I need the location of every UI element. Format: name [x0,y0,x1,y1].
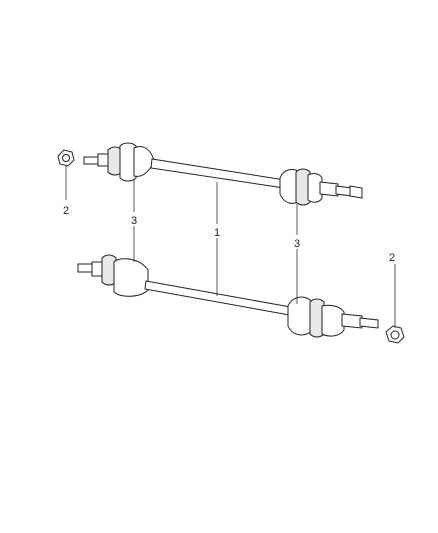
upper-shaft-bar [150,158,286,189]
upper-right-boot [295,168,311,206]
lower-axle-shaft [77,254,379,338]
callout-axle-shaft: 1 [214,227,220,239]
callout-boot-lower-right: 3 [294,238,300,250]
callout-boot-upper-left: 3 [131,215,137,227]
upper-axle-shaft [83,142,363,206]
leader-lines [65,166,396,328]
hex-nut-left [57,149,75,167]
callout-nut-right: 2 [389,252,395,264]
lower-shaft-bar [144,280,297,317]
hex-nut-right [385,325,405,344]
callout-nut-left: 2 [63,205,69,217]
